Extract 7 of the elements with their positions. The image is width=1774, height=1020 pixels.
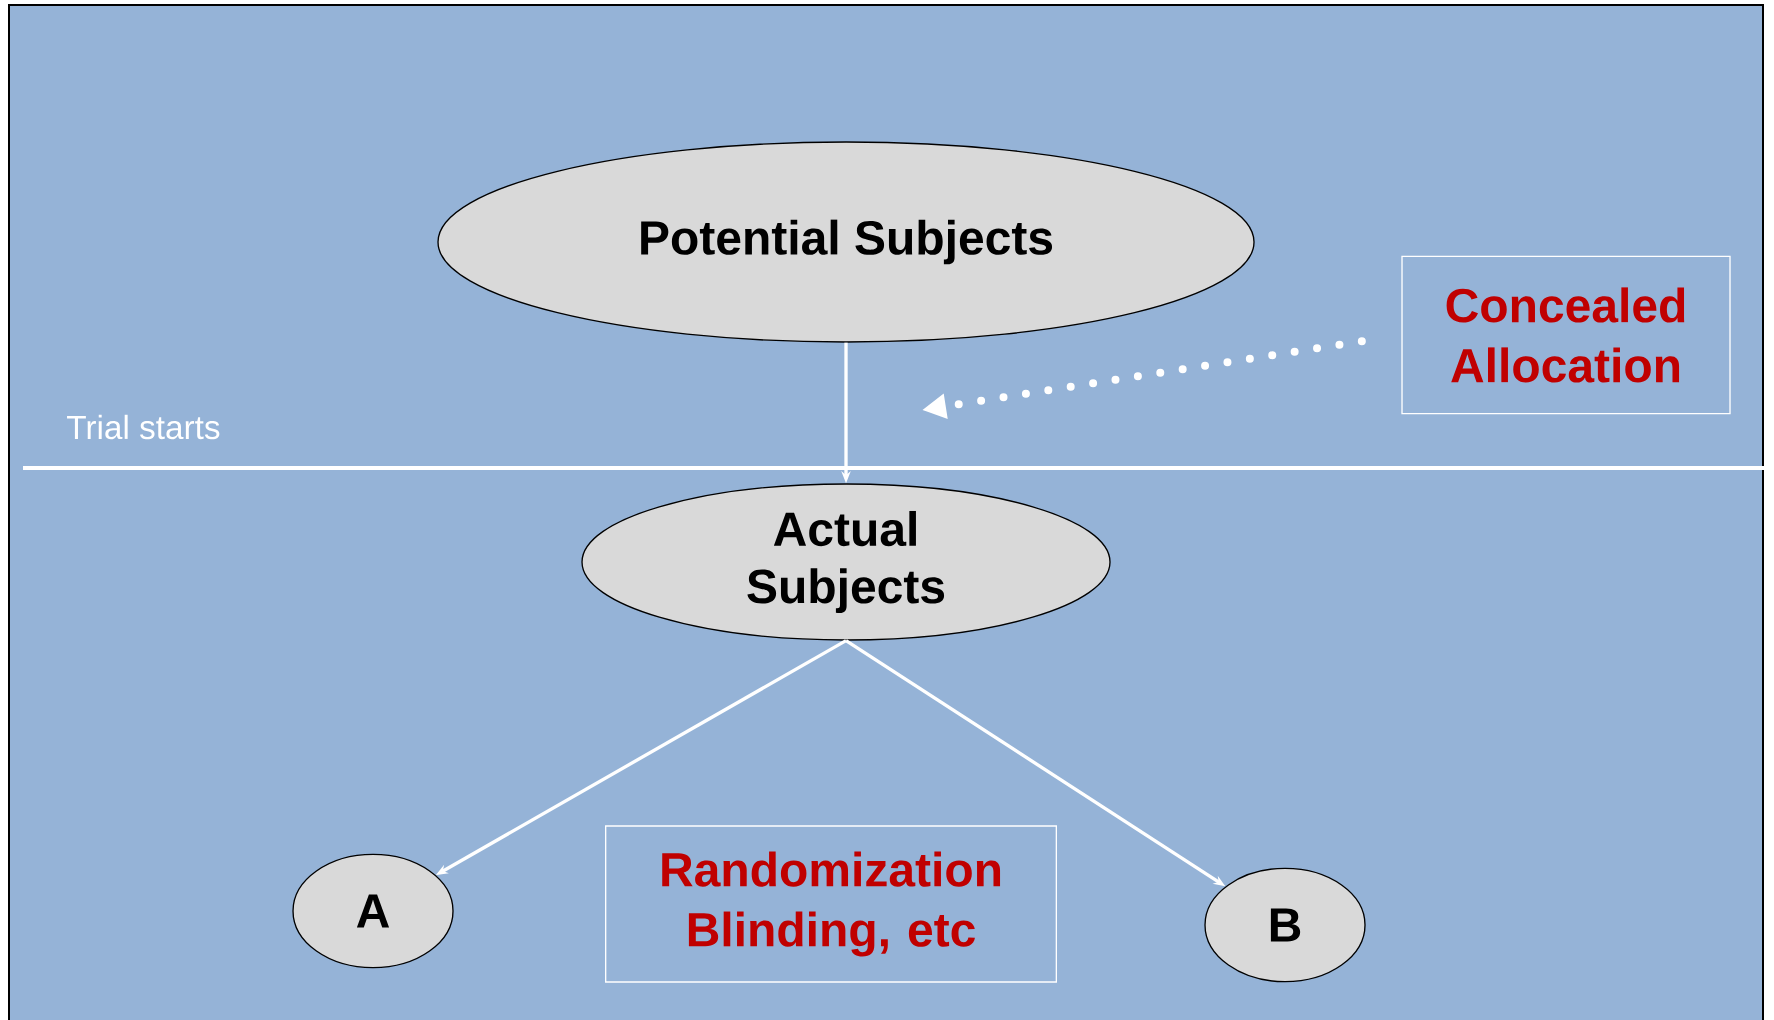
divider-label: Trial starts [67,414,220,440]
text-box: Randomization Blinding, etc [605,825,1057,983]
text-box: Concealed Allocation [1401,255,1731,415]
ellipse-node: B [1204,867,1366,983]
ellipse-node: A [292,853,454,969]
ellipse-node: Potential Subjects [437,141,1255,343]
ellipse-node: Actual Subjects [581,483,1111,641]
